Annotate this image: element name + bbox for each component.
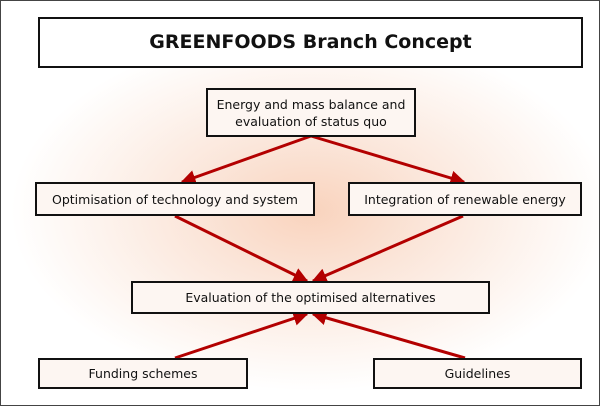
node-energy-balance: Energy and mass balance and evaluation o…	[206, 88, 416, 137]
node-funding-label: Funding schemes	[88, 366, 198, 381]
arrow-optimisation-to-evaluation	[174, 214, 309, 283]
arrow-energy-to-integration	[310, 134, 466, 186]
arrow-funding-to-evaluation	[174, 311, 309, 360]
node-guidelines: Guidelines	[373, 358, 582, 389]
arrow-guidelines-to-evaluation	[311, 310, 466, 360]
node-optimisation: Optimisation of technology and system	[35, 182, 315, 216]
node-guidelines-label: Guidelines	[444, 366, 511, 381]
node-integration: Integration of renewable energy	[348, 182, 582, 216]
node-integration-label: Integration of renewable energy	[364, 191, 566, 207]
title-text: GREENFOODS Branch Concept	[149, 31, 472, 53]
arrow-integration-to-evaluation	[311, 214, 464, 283]
node-energy-line2: evaluation of status quo	[235, 113, 387, 129]
diagram-title: GREENFOODS Branch Concept	[38, 17, 583, 68]
node-funding: Funding schemes	[38, 358, 248, 389]
node-optimisation-label: Optimisation of technology and system	[52, 191, 298, 207]
node-evaluation: Evaluation of the optimised alternatives	[131, 281, 490, 314]
node-energy-line1: Energy and mass balance and	[216, 96, 406, 112]
arrow-energy-to-optimisation	[180, 134, 312, 185]
node-evaluation-label: Evaluation of the optimised alternatives	[185, 290, 436, 305]
